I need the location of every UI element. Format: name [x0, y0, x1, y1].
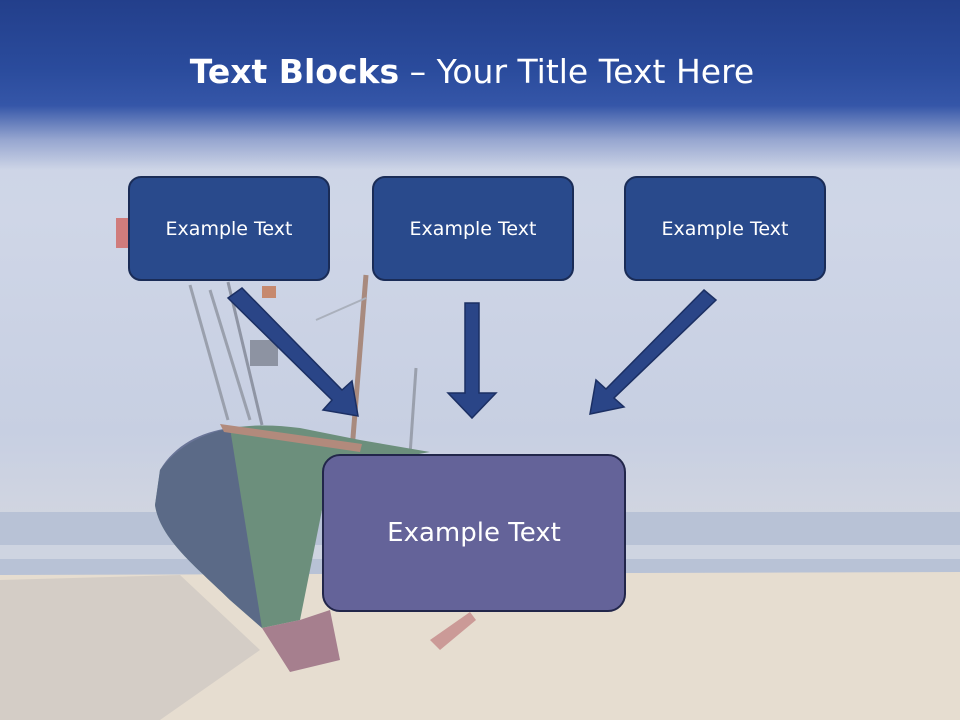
title-bold: Text Blocks [189, 52, 400, 91]
text-block-1[interactable]: Example Text [128, 176, 330, 281]
arrow-left [226, 287, 359, 417]
boat-shadow [0, 575, 260, 720]
title-band [0, 0, 960, 170]
title-rest: Your Title Text Here [436, 52, 755, 91]
title-separator: – [399, 52, 437, 91]
text-block-3[interactable]: Example Text [624, 176, 826, 281]
arrow-right [589, 288, 718, 415]
text-block-2[interactable]: Example Text [372, 176, 574, 281]
slide-title: Text Blocks – Your Title Text Here [0, 52, 944, 91]
sand [0, 572, 960, 720]
arrow-middle [446, 302, 498, 420]
text-block-main[interactable]: Example Text [322, 454, 626, 612]
